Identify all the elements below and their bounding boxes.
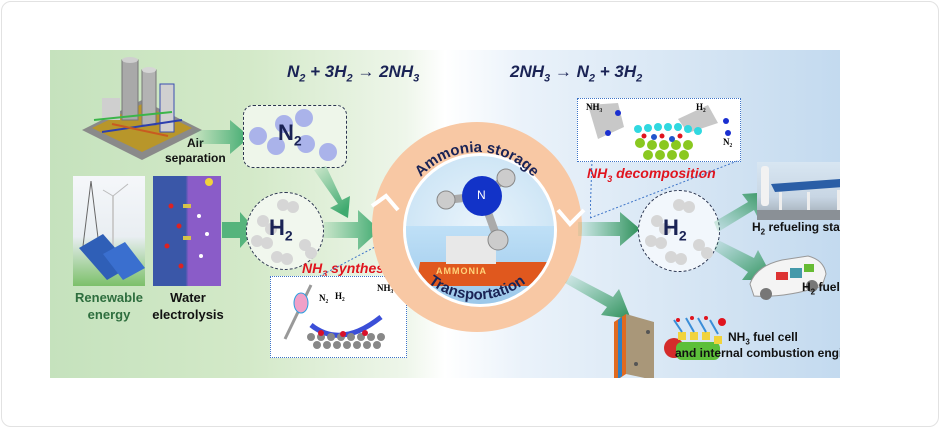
catalyst-decomposition-icon — [588, 103, 731, 160]
inset-h2-label: H₂ — [696, 102, 706, 112]
combustion-engine-icon — [664, 316, 726, 360]
internal-combustion-label: and internal combustion engine — [675, 346, 840, 360]
ship-name: AMMONIA — [436, 266, 487, 276]
h2-molecules-icon — [251, 199, 317, 265]
fuel-cell-car-icon — [749, 255, 827, 300]
decomposition-callout-lines — [590, 160, 741, 219]
n2-molecules-icon — [249, 109, 337, 161]
inset-n2-label: N₂ — [319, 293, 329, 303]
refueling-station-label: H2 refueling station — [752, 220, 840, 237]
inset-nh3-label: NH₃ — [377, 283, 394, 293]
renewable-energy-label: Renewable energy — [75, 290, 143, 322]
decomposition-equation: 2NH3 → N2 + 3H2 — [510, 62, 643, 85]
ammonia-center: AMMONIA N — [403, 153, 557, 307]
refueling-station-image — [757, 162, 840, 220]
arrow-h2-to-ammonia-icon — [324, 210, 380, 250]
n2-label: N2 — [278, 120, 302, 149]
transportation-label: Transportation — [426, 272, 528, 303]
renewable-energy-image — [73, 176, 145, 286]
h2-label-left: H2 — [269, 215, 293, 244]
h2-molecules-icon — [645, 199, 713, 265]
arrow-air-to-n2-icon — [190, 120, 250, 154]
ring-chevrons — [370, 193, 586, 227]
water-electrolysis-image — [153, 176, 221, 286]
solar-wind-icon — [79, 180, 145, 280]
arrow-ammonia-to-fuelcell-icon — [565, 275, 631, 319]
inset-nh3-label: NH₃ — [586, 102, 603, 112]
nh3-decomposition-inset: NH₃ H₂ N₂ — [577, 98, 741, 162]
arrow-ammonia-to-h2-icon — [578, 212, 640, 246]
n2-molecule-box: N2 — [243, 105, 347, 168]
nitrogen-atom-label: N — [477, 188, 486, 202]
nh3-synthesis-inset: N₂ H₂ NH₃ — [270, 276, 407, 358]
air-separation-plant-icon — [82, 57, 202, 160]
h2-fuel-cell-label: H2 fuel cell — [802, 280, 840, 297]
synthesis-equation: N2 + 3H2 → 2NH3 — [287, 62, 420, 85]
electrolysis-icon — [164, 178, 213, 269]
ammonia-molecule-icon — [436, 168, 516, 251]
fuel-cell-stack-icon — [614, 314, 654, 378]
catalyst-synthesis-icon — [283, 284, 385, 349]
arrow-n2-down-icon — [314, 166, 350, 218]
ring-arc-text: Ammonia storage Transportation — [412, 139, 543, 303]
h2-circle-right: H2 — [638, 190, 720, 272]
ammonia-energy-diagram: N2 + 3H2 → 2NH3 2NH3 → N2 + 3H2 Air sepa… — [50, 50, 840, 378]
ammonia-storage-label: Ammonia storage — [412, 139, 543, 180]
gas-station-icon — [757, 166, 840, 220]
inset-h2-label: H₂ — [335, 291, 345, 301]
h2-circle-left: H2 — [246, 192, 324, 270]
h2-label-right: H2 — [663, 215, 687, 244]
nh3-fuel-cell-label: NH3 fuel cell — [728, 330, 798, 347]
water-electrolysis-label: Water electrolysis — [152, 290, 224, 322]
inset-n2-label: N₂ — [723, 137, 733, 147]
